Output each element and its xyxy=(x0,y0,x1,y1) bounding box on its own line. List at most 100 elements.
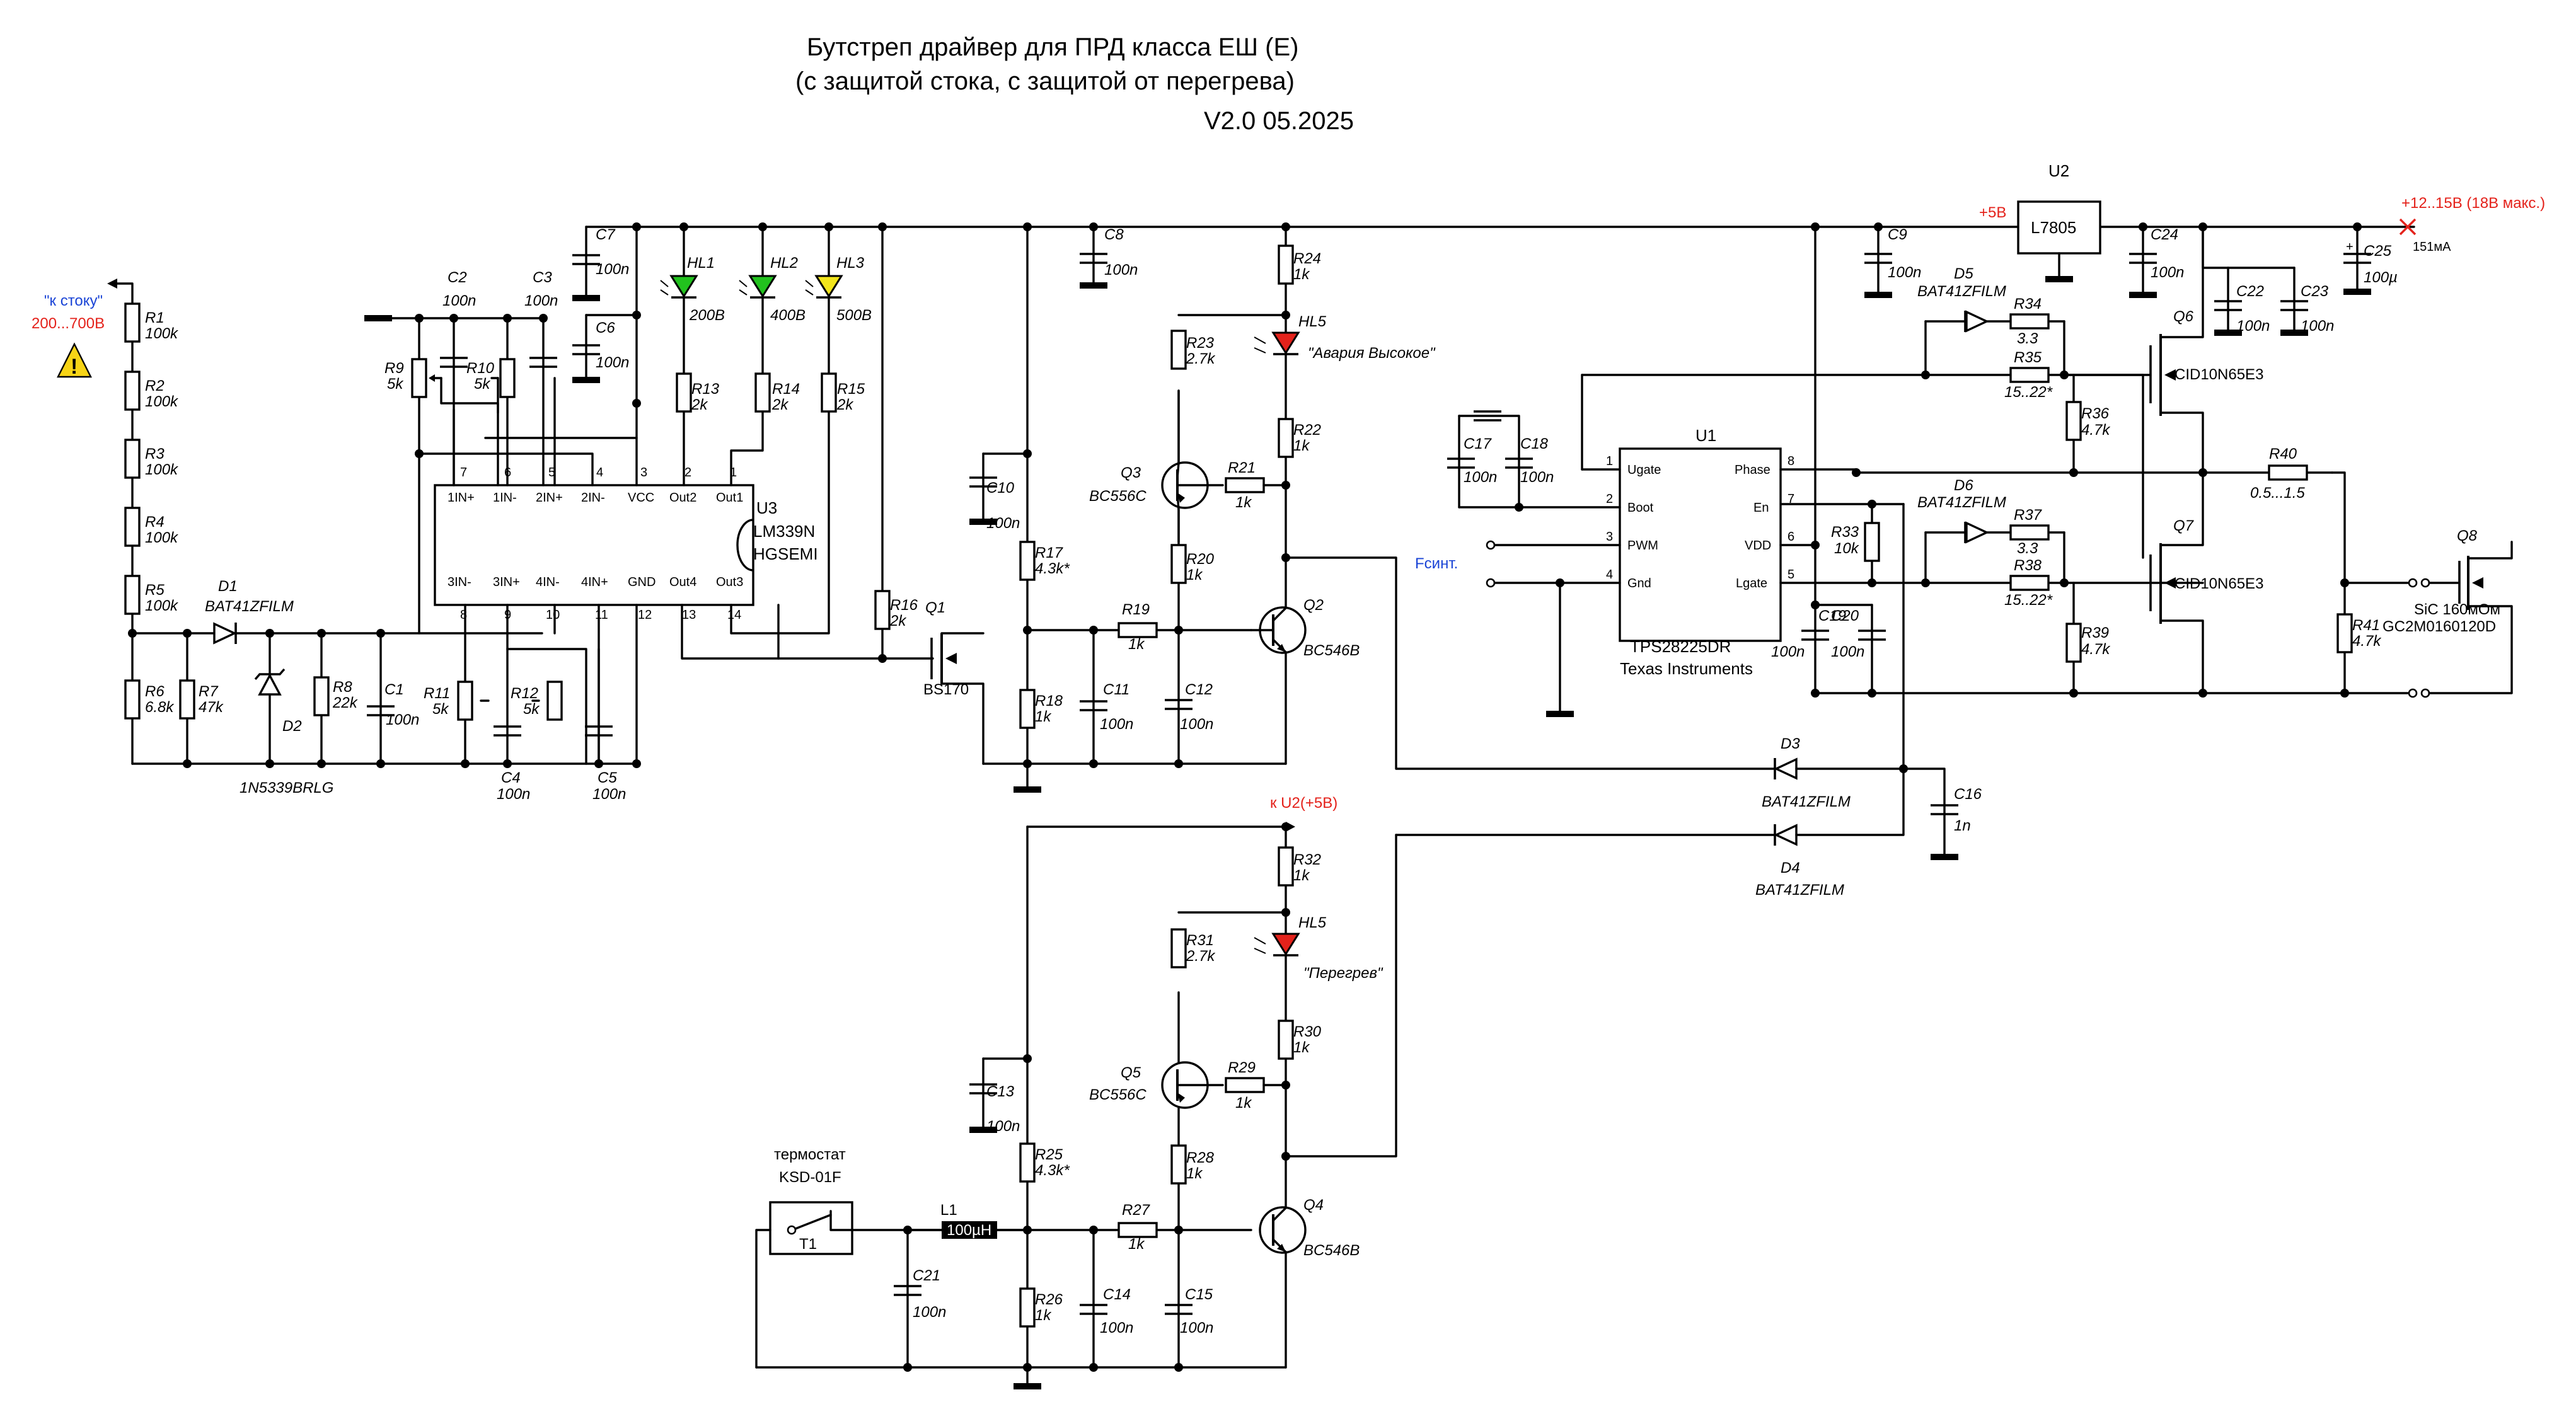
r21-value: 1k xyxy=(1235,494,1252,511)
r26-ref: R26 xyxy=(1035,1291,1063,1308)
r22-value: 1k xyxy=(1293,437,1310,454)
q6-value: CID10N65E3 xyxy=(2175,366,2263,383)
c8-value: 100n xyxy=(1104,262,1138,279)
r25-ref: R25 xyxy=(1035,1146,1063,1163)
u1-ref: U1 xyxy=(1695,426,1716,445)
version: V2.0 05.2025 xyxy=(1204,107,1354,135)
c8: C8 100n xyxy=(1078,222,1138,289)
q1-ref: Q1 xyxy=(925,599,945,616)
c20-value: 100n xyxy=(1831,643,1864,660)
thermostat-label: термостат xyxy=(774,1146,846,1163)
d3-ref: D3 xyxy=(1781,735,1800,752)
r7-ref: R7 xyxy=(199,683,219,700)
u1-num: 2 xyxy=(1606,492,1613,506)
u3-num: 5 xyxy=(548,466,555,480)
u2-part: L7805 xyxy=(2031,218,2076,237)
d4-value: BAT41ZFILM xyxy=(1755,882,1844,899)
r18-ref: R18 xyxy=(1035,693,1063,710)
r10-value: 5k xyxy=(474,376,491,393)
r23-value: 2.7k xyxy=(1186,350,1216,367)
u1-num: 4 xyxy=(1606,568,1613,582)
q3-value: BC556C xyxy=(1089,488,1146,505)
u3-pin-3in+: 3IN+ xyxy=(493,575,520,589)
c1-value: 100n xyxy=(386,711,419,728)
r28-ref: R28 xyxy=(1186,1149,1215,1166)
r17-value: 4.3k* xyxy=(1035,560,1070,577)
u3-num: 3 xyxy=(640,466,647,480)
c6-value: 100n xyxy=(596,354,629,371)
c10-ref: C10 xyxy=(986,480,1015,497)
q8-sic-mosfet: Q8 SiC 160мОм GC2M0160120D xyxy=(2383,527,2513,698)
u2-ref: U2 xyxy=(2048,161,2069,180)
r6-ref: R6 xyxy=(145,683,165,700)
u3-num: 13 xyxy=(682,608,696,622)
d1-value: BAT41ZFILM xyxy=(205,598,294,615)
r19-value: 1k xyxy=(1128,636,1145,653)
r41-ref: R41 xyxy=(2352,617,2380,634)
c3-ref: C3 xyxy=(533,269,552,286)
c1-ref: C1 xyxy=(384,681,404,698)
r27-value: 1k xyxy=(1128,1236,1145,1253)
c12-ref: C12 xyxy=(1185,681,1213,698)
c15-ref: C15 xyxy=(1185,1286,1213,1303)
c25-ref: C25 xyxy=(2364,243,2392,260)
hl5b-ref: HL5 xyxy=(1298,914,1327,931)
fsync-label: Fсинт. xyxy=(1415,555,1458,572)
r5-ref: R5 xyxy=(145,582,165,599)
q5-value: BC556C xyxy=(1089,1086,1146,1103)
r18-value: 1k xyxy=(1035,708,1052,725)
r3-ref: R3 xyxy=(145,445,165,463)
hl5b-value: "Перегрев" xyxy=(1303,965,1383,982)
u3-pin-out3: Out3 xyxy=(716,575,743,589)
r4-ref: R4 xyxy=(145,514,165,531)
r14-value: 2k xyxy=(771,396,789,413)
power-supply: L7805 U2 +5В C9 100n C24 100n C22 100n C… xyxy=(1863,161,2545,336)
r14-ref: R14 xyxy=(772,381,800,398)
u3-pin-vcc: VCC xyxy=(628,491,654,505)
d2-ref: D2 xyxy=(282,718,302,735)
c9-ref: C9 xyxy=(1888,226,1907,243)
u1-num: 7 xyxy=(1788,492,1794,506)
hl5a-value: "Авария Высокое" xyxy=(1308,345,1436,362)
c21-ref: C21 xyxy=(913,1267,940,1284)
u1-pin-vdd: VDD xyxy=(1745,539,1771,553)
hl2-ref: HL2 xyxy=(770,255,798,272)
c7-value: 100n xyxy=(596,261,629,278)
thermostat-model: KSD-01F xyxy=(779,1169,841,1186)
r39-ref: R39 xyxy=(2081,624,2109,641)
drain-net-label: "к стоку" xyxy=(44,292,103,309)
u3-bottom-wiring: R11 5k C4 100n R12 5k C5 100n xyxy=(424,604,934,803)
r10-ref: R10 xyxy=(466,360,495,377)
c21-value: 100n xyxy=(913,1304,946,1321)
u3-pin-2in+: 2IN+ xyxy=(536,491,563,505)
u1-num: 8 xyxy=(1788,454,1794,468)
r32-value: 1k xyxy=(1293,867,1310,884)
or-diodes: D3 BAT41ZFILM D4 BAT41ZFILM C16 1n xyxy=(1395,503,1982,899)
d5-value: BAT41ZFILM xyxy=(1917,283,2006,300)
r37-ref: R37 xyxy=(2014,507,2043,524)
r40-ref: R40 xyxy=(2269,445,2297,463)
r33-value: 10k xyxy=(1834,540,1860,557)
u3-comparator: U3 LM339N HGSEMI 1IN+ 1IN- 2IN+ 2IN- VCC… xyxy=(434,466,818,622)
q7-value: CID10N65E3 xyxy=(2175,575,2263,592)
c14-value: 100n xyxy=(1100,1319,1133,1336)
q4-ref: Q4 xyxy=(1303,1197,1324,1214)
u3-pin-out2: Out2 xyxy=(669,491,696,505)
u1-wiring: C17 100n C18 100n Fсинт. R33 10k xyxy=(1415,222,2409,717)
r37-value: 3.3 xyxy=(2017,540,2038,557)
r8-value: 22k xyxy=(332,694,359,711)
to-u2-label: к U2(+5В) xyxy=(1270,795,1337,812)
u1-pin-lgate: Lgate xyxy=(1736,577,1767,590)
r30-value: 1k xyxy=(1293,1039,1310,1056)
r35-ref: R35 xyxy=(2014,349,2042,366)
r27-ref: R27 xyxy=(1122,1202,1151,1219)
c17-ref: C17 xyxy=(1464,435,1493,452)
r26-value: 1k xyxy=(1035,1307,1052,1324)
r25-value: 4.3k* xyxy=(1035,1162,1070,1179)
q2-value: BC546B xyxy=(1303,642,1360,659)
r23-ref: R23 xyxy=(1186,335,1215,352)
c5-ref: C5 xyxy=(598,769,617,786)
u1-num: 1 xyxy=(1606,454,1613,468)
c12-value: 100n xyxy=(1180,716,1213,733)
r29-ref: R29 xyxy=(1228,1059,1256,1076)
